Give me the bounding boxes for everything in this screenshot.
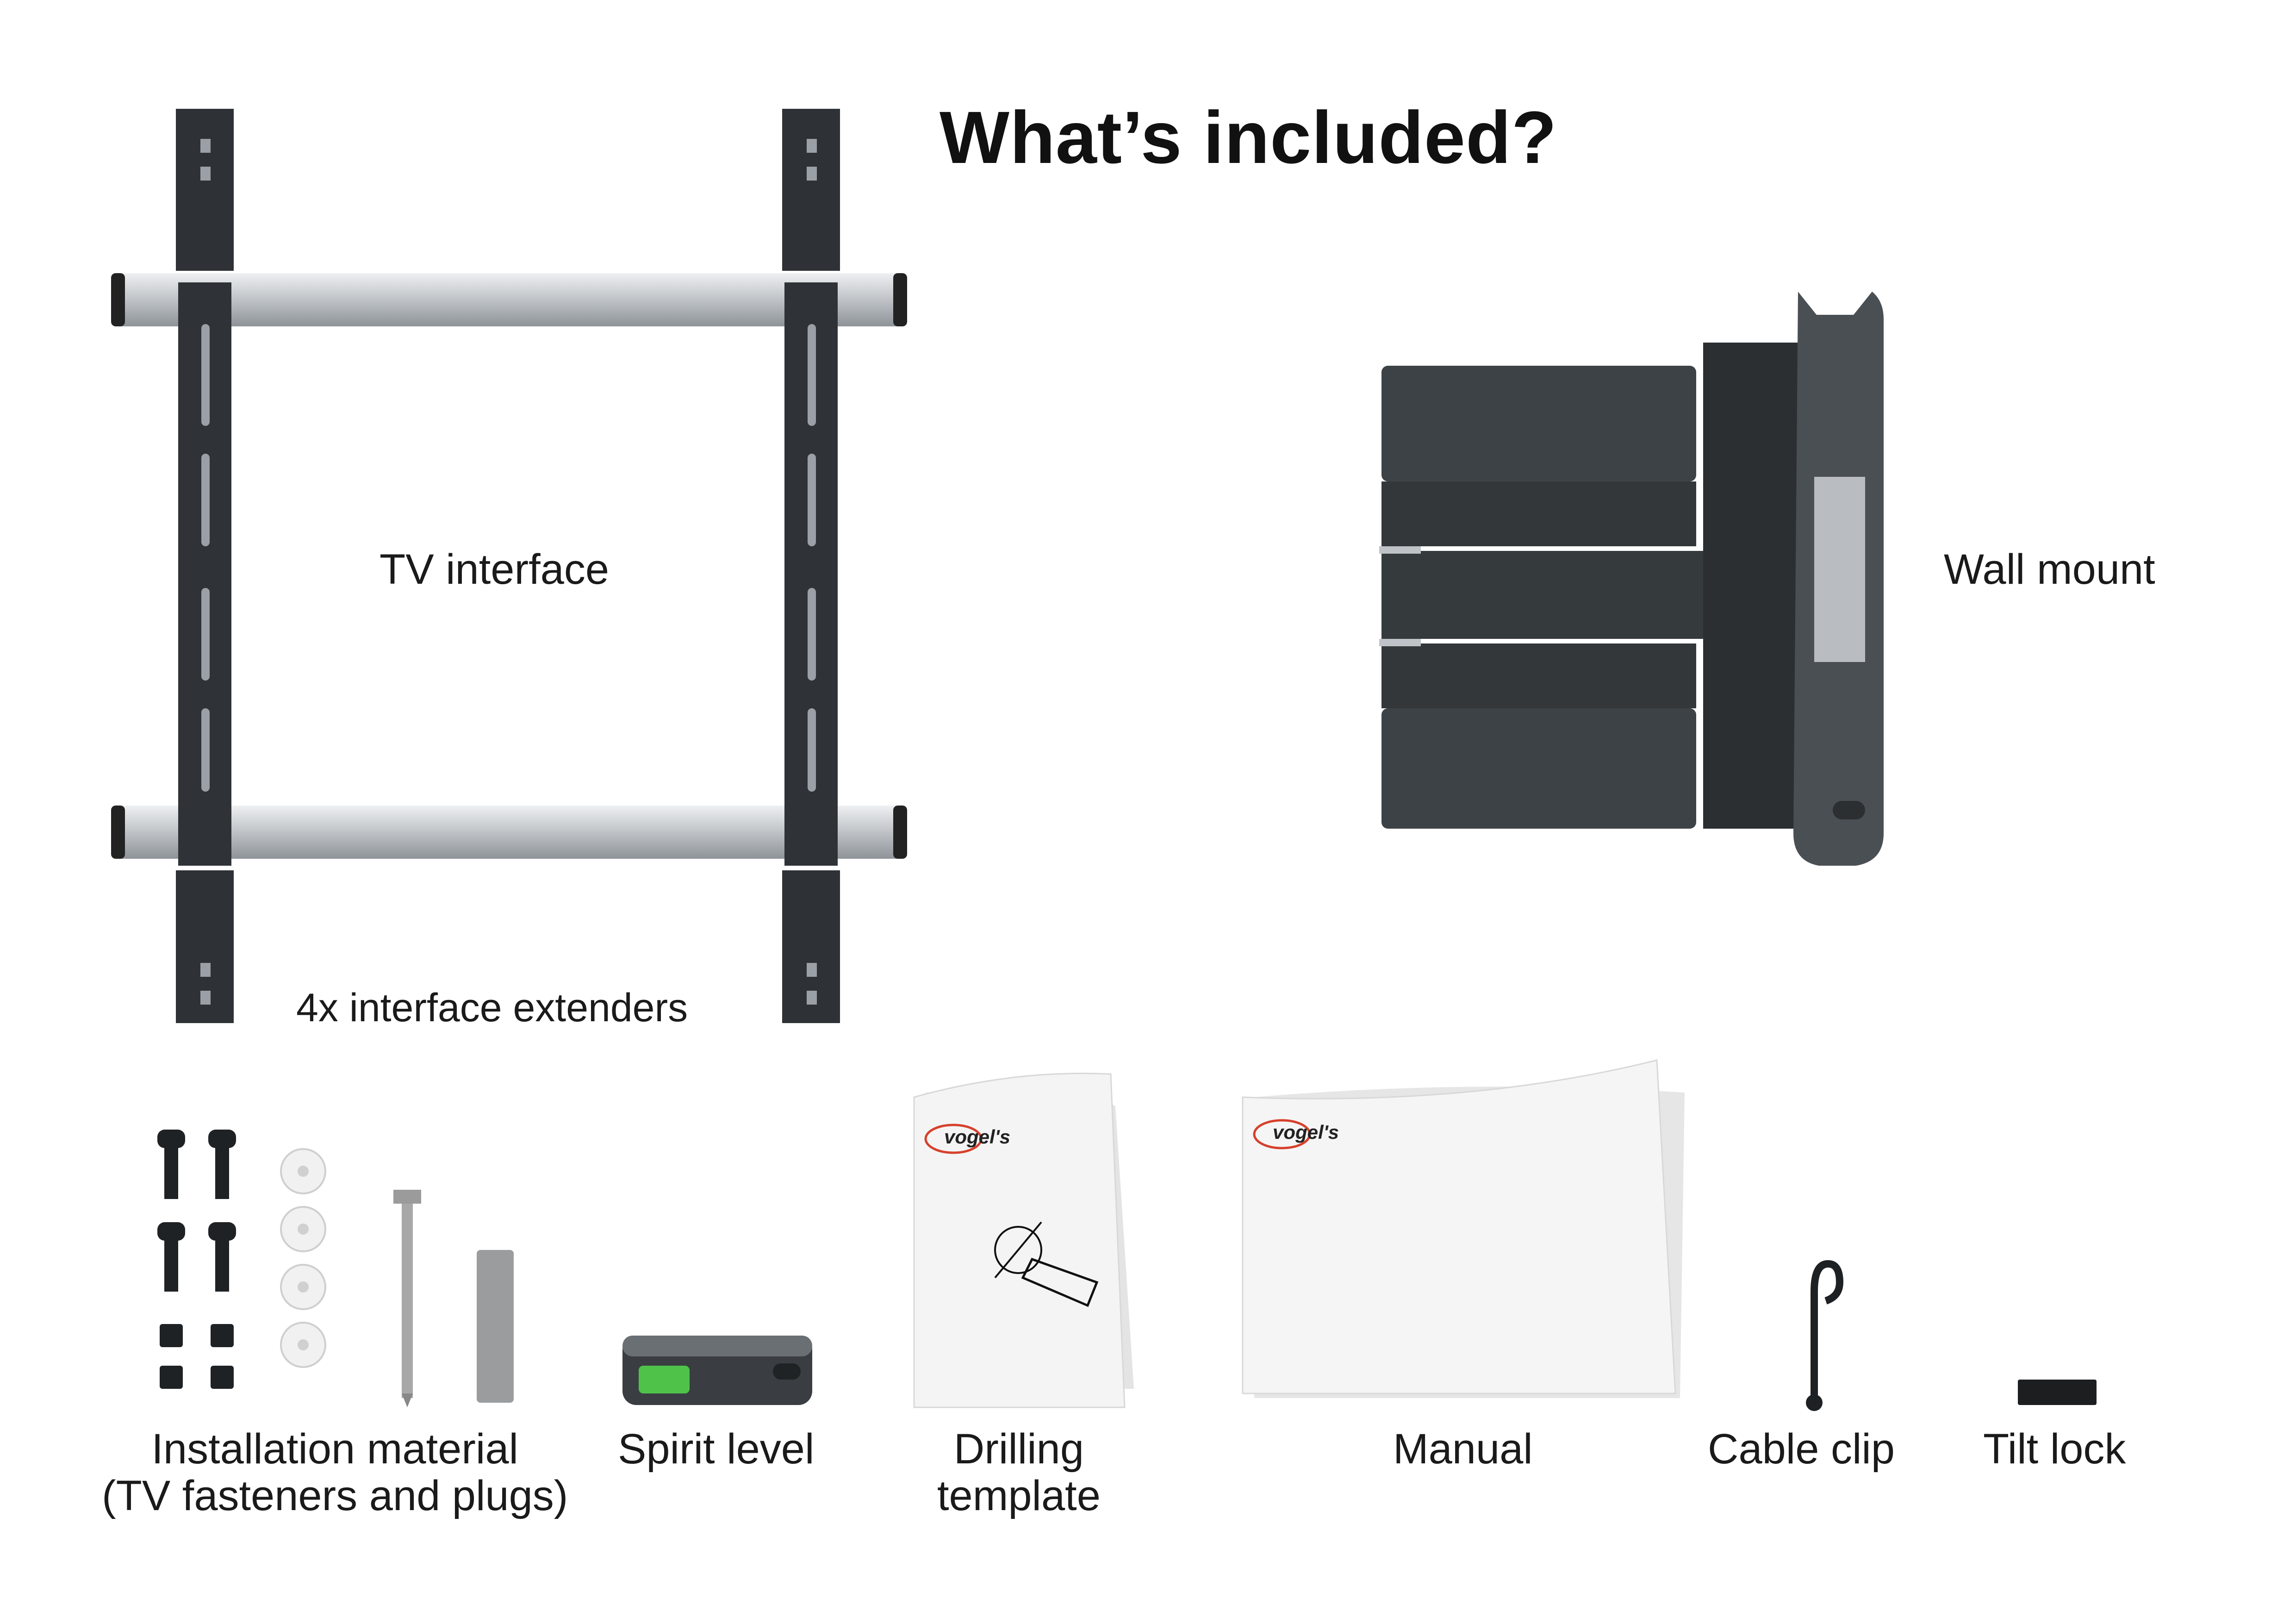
spirit-level-image [622, 1336, 812, 1405]
tilt-lock-image [2018, 1380, 2097, 1405]
installation-material-label: Installation material (TV fasteners and … [102, 1425, 568, 1520]
tv-interface-label: TV interface [380, 546, 609, 593]
tilt-lock-label: Tilt lock [1983, 1425, 2126, 1473]
drilling-template-line2: template [937, 1472, 1101, 1520]
cable-clip-label: Cable clip [1708, 1425, 1895, 1473]
installation-material-line1: Installation material [151, 1425, 518, 1473]
installation-material-line2: (TV fasteners and plugs) [102, 1472, 568, 1520]
installation-material-image [157, 1130, 514, 1407]
page-title: What’s included? [940, 96, 1557, 179]
drilling-template-line1: Drilling [953, 1425, 1084, 1473]
wall-mount-image [1379, 292, 1884, 866]
vogels-logo-drilling: vogel's [944, 1126, 1010, 1148]
interface-extenders-label: 4x interface extenders [296, 986, 688, 1030]
drilling-template-label: Drilling template [937, 1425, 1101, 1520]
drilling-template-image: vogel's [913, 1073, 1134, 1408]
vogels-logo-manual: vogel's [1273, 1121, 1339, 1143]
manual-image: vogel's [1242, 1059, 1685, 1398]
tv-interface-image [111, 109, 907, 1023]
wall-mount-label: Wall mount [1944, 546, 2155, 593]
cable-clip-image [1806, 1260, 1844, 1411]
spirit-level-label: Spirit level [618, 1425, 815, 1473]
manual-label: Manual [1393, 1425, 1533, 1473]
